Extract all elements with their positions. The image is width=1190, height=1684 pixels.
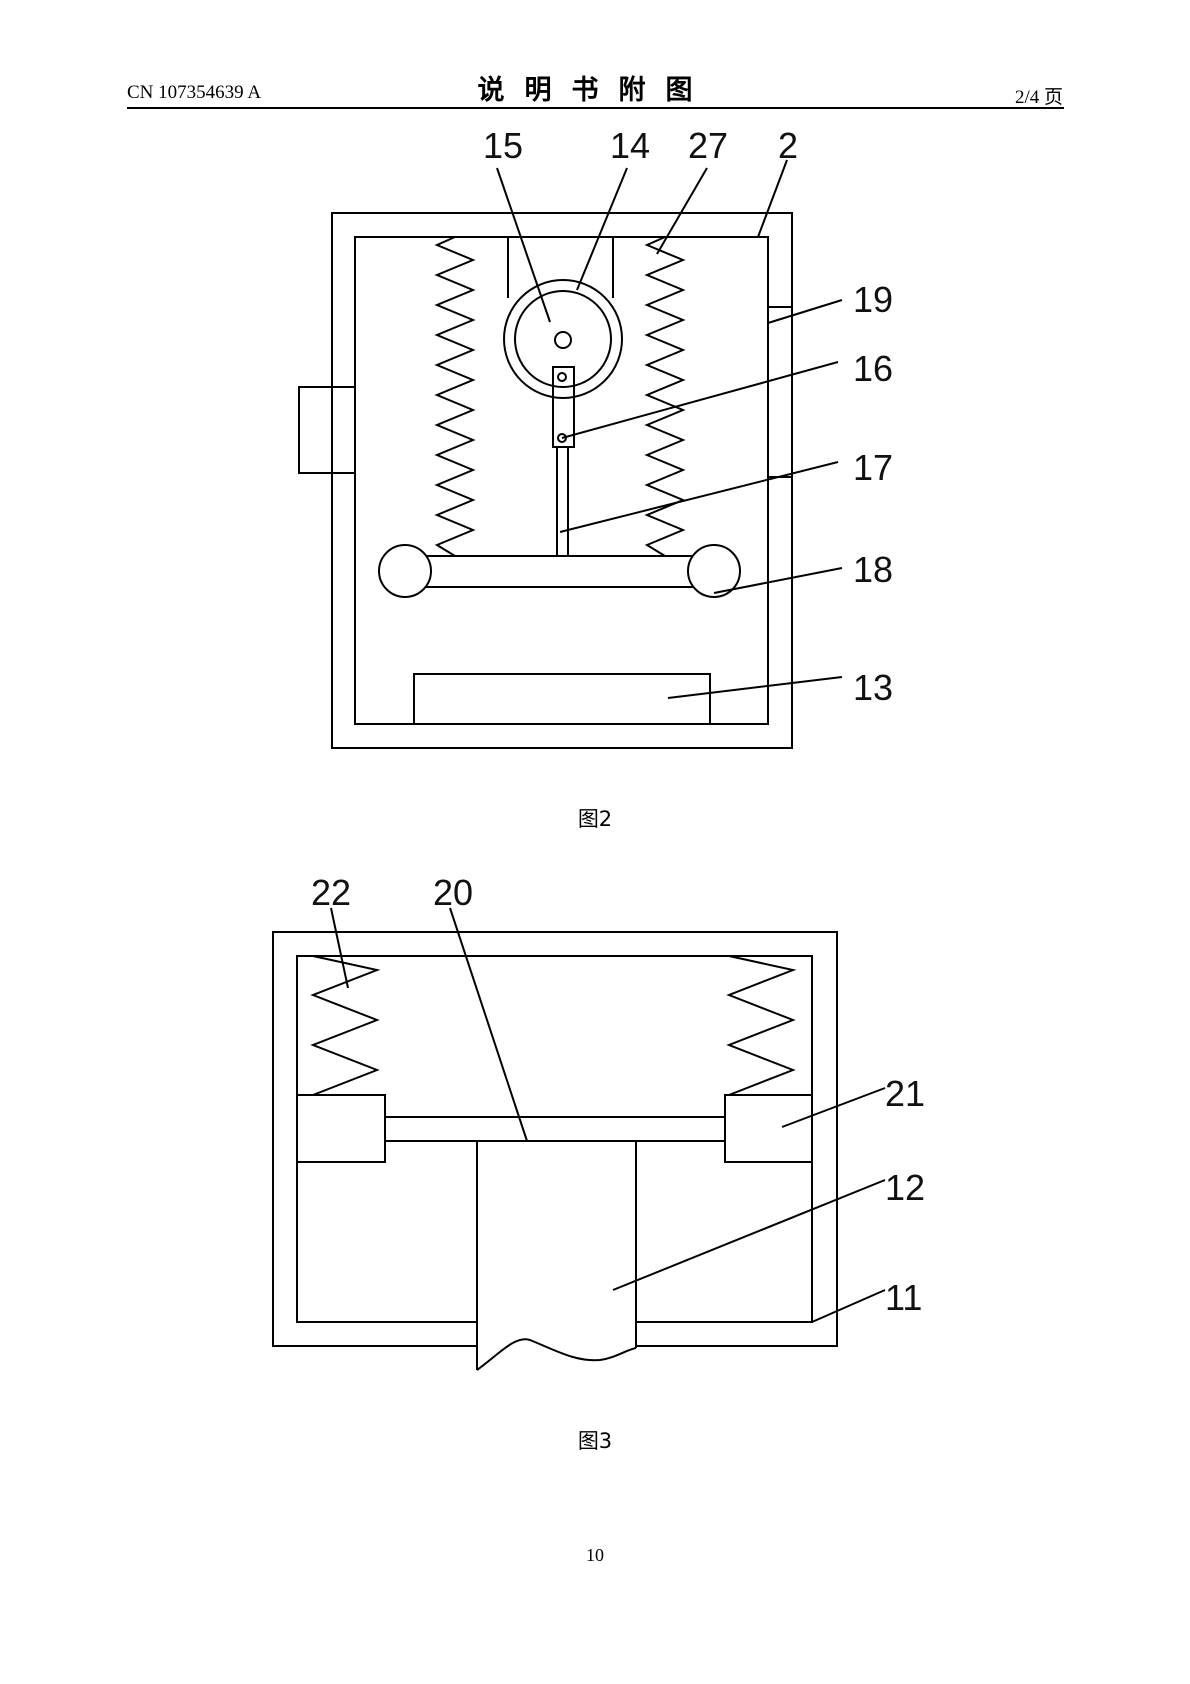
leader-19 [767,299,843,324]
roller-right [687,544,741,598]
inner-housing-fig3 [296,955,813,1323]
break-line [476,1338,637,1371]
leader-27 [656,167,708,255]
wheel-outer [503,279,623,399]
page-number: 10 [586,1545,604,1565]
link-pin-bottom [557,433,567,443]
block-left [296,1094,386,1163]
right-spring-fig3 [726,955,797,1096]
outer-housing [331,212,793,749]
label-14: 14 [610,125,650,166]
leader-20 [449,907,528,1142]
leader-22 [330,907,349,989]
leader-12 [612,1179,886,1291]
document-number: CN 107354639 A [127,82,262,103]
left-spring-fig3 [310,955,381,1096]
label-21: 21 [885,1073,925,1114]
leader-13 [667,676,843,699]
page-count: 2/4 页 [1014,87,1063,108]
label-20: 20 [433,872,473,913]
roller-left [378,544,432,598]
figure-3-drawing [272,907,886,1371]
label-11: 11 [885,1277,922,1318]
inner-chamber [354,236,769,725]
wheel-inner [514,290,612,388]
label-16: 16 [853,348,893,389]
left-spring [434,236,476,557]
leader-17 [559,461,839,533]
figure-2-drawing [298,159,843,749]
label-27: 27 [688,125,728,166]
side-plate-19 [767,306,793,478]
leader-18 [713,567,843,594]
label-22: 22 [311,872,351,913]
label-18: 18 [853,549,893,590]
section-title: 说明书附图 [477,75,713,106]
base-block-13 [413,673,711,725]
label-13: 13 [853,667,893,708]
leader-11 [811,1289,886,1323]
leader-2 [757,159,788,238]
bar-20 [384,1116,726,1142]
side-block [298,386,356,474]
link-pin-top [557,372,567,382]
crank-link [552,366,575,448]
leader-15 [496,167,551,323]
label-15: 15 [483,125,523,166]
header-rule [127,107,1064,109]
leader-14 [576,167,628,291]
label-19: 19 [853,279,893,320]
label-2: 2 [778,125,798,166]
figure-2-caption: 图2 [577,807,613,831]
leader-21 [781,1087,886,1128]
label-12: 12 [885,1167,925,1208]
cross-bar [404,555,715,588]
wheel-axle [554,331,572,349]
label-17: 17 [853,447,893,488]
leader-16 [561,361,839,439]
block-21 [724,1094,813,1163]
figure-3-caption: 图3 [577,1429,613,1453]
outer-housing-fig3 [272,931,838,1347]
